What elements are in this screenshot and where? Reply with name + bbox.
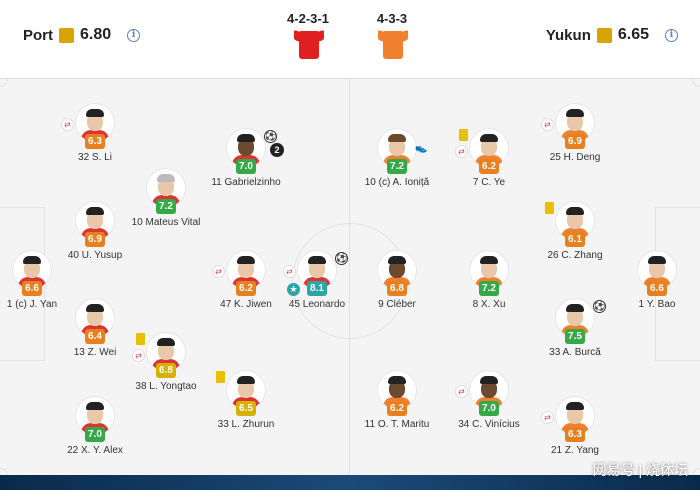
player-name: 26 C. Zhang xyxy=(547,250,603,261)
player-rating: 6.6 xyxy=(22,281,42,296)
player-rating: 7.0 xyxy=(85,427,105,442)
home-kit-icon xyxy=(294,27,324,59)
player-name: 21 Z. Yang xyxy=(551,445,599,456)
goal-ball-icon: ⚽ xyxy=(335,252,348,265)
player-rating: 7.5 xyxy=(565,329,585,344)
yellow-card-icon xyxy=(459,129,468,141)
substitution-icon: ⇄ xyxy=(283,265,296,278)
player-rating: 6.6 xyxy=(647,281,667,296)
player-name: 33 L. Zhurun xyxy=(217,419,275,430)
away-formation: 4-3-3 xyxy=(376,11,408,26)
away-team: Yukun 6.65 i xyxy=(546,26,678,44)
away-kit-icon xyxy=(378,27,408,59)
player-rating: 6.2 xyxy=(479,159,499,174)
star-player-icon: ★ xyxy=(287,283,300,296)
yellow-card-icon xyxy=(216,371,225,383)
player-rating: 6.5 xyxy=(236,401,256,416)
player-name: 32 S. Li xyxy=(78,152,112,163)
rating-square-icon xyxy=(59,27,74,43)
player-name: 45 Leonardo xyxy=(288,299,346,310)
home-team: Port 6.80 i xyxy=(23,26,141,44)
player-rating: 6.3 xyxy=(85,134,105,149)
player-name: 11 Gabrielzinho xyxy=(211,177,281,188)
player-rating: 8.1 xyxy=(307,281,327,296)
away-team-rating: 6.65 xyxy=(617,26,649,43)
player-name: 47 K. Jiwen xyxy=(220,299,272,310)
substitution-icon: ⇄ xyxy=(132,349,145,362)
substitution-icon: ⇄ xyxy=(541,118,554,131)
player-name: 13 Z. Wei xyxy=(73,347,117,358)
player-rating: 6.2 xyxy=(236,281,256,296)
player-rating: 6.2 xyxy=(387,401,407,416)
bottom-banner xyxy=(0,475,700,490)
home-team-rating: 6.80 xyxy=(80,26,112,43)
player-avatar xyxy=(13,251,51,289)
player-avatar xyxy=(556,202,594,240)
goal-ball-icon: ⚽ xyxy=(264,130,277,143)
player-rating: 7.2 xyxy=(387,159,407,174)
substitution-icon: ⇄ xyxy=(61,118,74,131)
player-name: 40 U. Yusup xyxy=(67,250,123,261)
player-name: 9 Cléber xyxy=(378,299,416,310)
substitution-icon: ⇄ xyxy=(455,145,468,158)
corner-arc xyxy=(692,79,700,87)
player-name: 38 L. Yongtao xyxy=(135,381,197,392)
player-name: 25 H. Deng xyxy=(549,152,601,163)
player-rating: 7.2 xyxy=(156,199,176,214)
corner-arc xyxy=(0,468,8,475)
yellow-card-icon xyxy=(545,202,554,214)
home-team-name: Port xyxy=(23,26,53,44)
substitution-icon: ⇄ xyxy=(455,385,468,398)
home-formation: 4-2-3-1 xyxy=(287,11,329,26)
player-name: 7 C. Ye xyxy=(472,177,506,188)
assist-boot-icon: 👟 xyxy=(415,143,428,154)
goal-count-badge: 2 xyxy=(270,143,284,157)
player-rating: 7.2 xyxy=(479,281,499,296)
rating-square-icon xyxy=(596,27,612,43)
player-rating: 6.4 xyxy=(85,329,105,344)
player-name: 22 X. Y. Alex xyxy=(67,445,123,456)
goal-ball-icon: ⚽ xyxy=(593,300,606,313)
player-rating: 6.3 xyxy=(565,427,585,442)
corner-arc xyxy=(692,468,700,475)
player-rating: 6.9 xyxy=(85,232,105,247)
info-icon[interactable]: i xyxy=(127,28,141,42)
player-rating: 6.8 xyxy=(387,281,407,296)
info-icon[interactable]: i xyxy=(665,28,678,42)
player-name: 33 A. Burcă xyxy=(549,347,601,358)
player-name: 8 X. Xu xyxy=(472,299,506,310)
player-rating: 6.8 xyxy=(156,363,176,378)
match-header: Port 6.80 i 4-2-3-1 4-3-3 Yukun 6.65 i xyxy=(0,0,700,78)
player-rating: 7.0 xyxy=(479,401,499,416)
player-name: 34 C. Vinícius xyxy=(458,419,520,430)
corner-arc xyxy=(0,79,8,87)
player-name: 10 (c) A. Ioniță xyxy=(364,177,430,188)
player-rating: 6.1 xyxy=(565,232,585,247)
player-name: 11 O. T. Maritu xyxy=(364,419,430,430)
player-name: 1 (c) J. Yan xyxy=(6,299,58,310)
yellow-card-icon xyxy=(136,333,145,345)
substitution-icon: ⇄ xyxy=(212,265,225,278)
away-team-name: Yukun xyxy=(545,26,591,44)
watermark: 网易号 | 烧体坛 xyxy=(592,462,688,478)
substitution-icon: ⇄ xyxy=(541,411,554,424)
player-name: 1 Y. Bao xyxy=(638,299,676,310)
player-name: 10 Mateus Vital xyxy=(131,217,201,228)
player-rating: 7.0 xyxy=(236,159,256,174)
player-rating: 6.9 xyxy=(565,134,585,149)
pitch: ⇄ 6.3 32 S. Li ⚽ 2 7.0 11 Gabrielzinho 7… xyxy=(0,78,700,475)
